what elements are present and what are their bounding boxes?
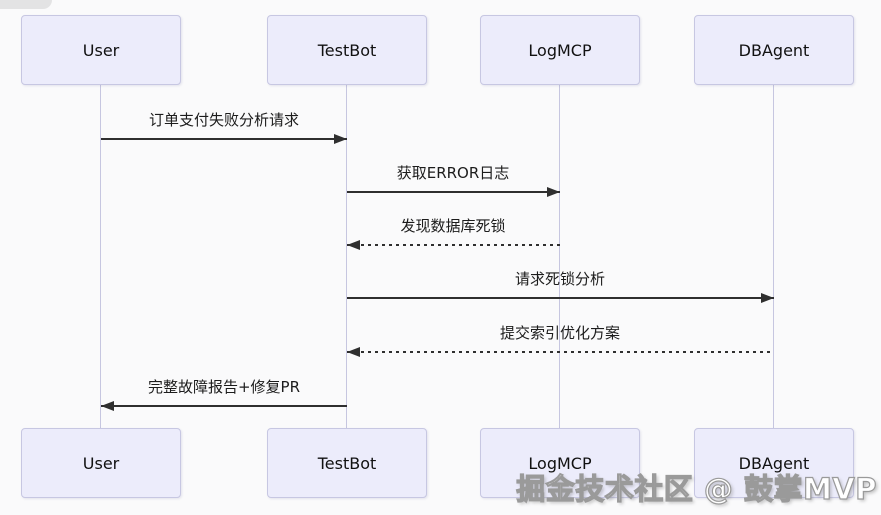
message-label: 完整故障报告+修复PR [147, 378, 301, 396]
arrowhead-left-icon [347, 347, 360, 357]
message-label: 请求死锁分析 [514, 270, 606, 288]
arrowhead-left-icon [101, 401, 114, 411]
arrowhead-right-icon [547, 187, 560, 197]
actor-label: TestBot [317, 453, 377, 473]
lifeline-user [100, 85, 101, 428]
lifeline-logmcp [559, 85, 560, 428]
message-line-dashed [347, 351, 774, 353]
message-line [347, 191, 560, 193]
message-line-dashed [347, 244, 560, 246]
actor-box-dbagent-bottom: DBAgent [694, 428, 854, 498]
lifeline-dbagent [773, 85, 774, 428]
actor-box-testbot-bottom: TestBot [267, 428, 427, 498]
corner-artifact [0, 0, 52, 9]
actor-label: TestBot [317, 40, 377, 60]
arrowhead-left-icon [347, 240, 360, 250]
message-label: 提交索引优化方案 [499, 324, 621, 342]
message-label: 发现数据库死锁 [400, 217, 506, 235]
actor-box-dbagent-top: DBAgent [694, 15, 854, 85]
actor-box-user-top: User [21, 15, 181, 85]
message-label: 订单支付失败分析请求 [148, 111, 300, 129]
actor-label: LogMCP [528, 453, 592, 473]
actor-box-user-bottom: User [21, 428, 181, 498]
message-label: 获取ERROR日志 [396, 164, 510, 182]
message-line [101, 405, 347, 407]
actor-label: User [82, 40, 120, 60]
lifeline-testbot [346, 85, 347, 428]
message-line [101, 138, 347, 140]
watermark: 掘金技术社区 @ 鼓掌MVP [516, 471, 877, 506]
actor-label: DBAgent [738, 453, 810, 473]
actor-label: DBAgent [738, 40, 810, 60]
arrowhead-right-icon [334, 134, 347, 144]
actor-box-logmcp-bottom: LogMCP [480, 428, 640, 498]
actor-label: LogMCP [528, 40, 592, 60]
arrowhead-right-icon [761, 293, 774, 303]
actor-label: User [82, 453, 120, 473]
message-line [347, 297, 774, 299]
actor-box-logmcp-top: LogMCP [480, 15, 640, 85]
actor-box-testbot-top: TestBot [267, 15, 427, 85]
